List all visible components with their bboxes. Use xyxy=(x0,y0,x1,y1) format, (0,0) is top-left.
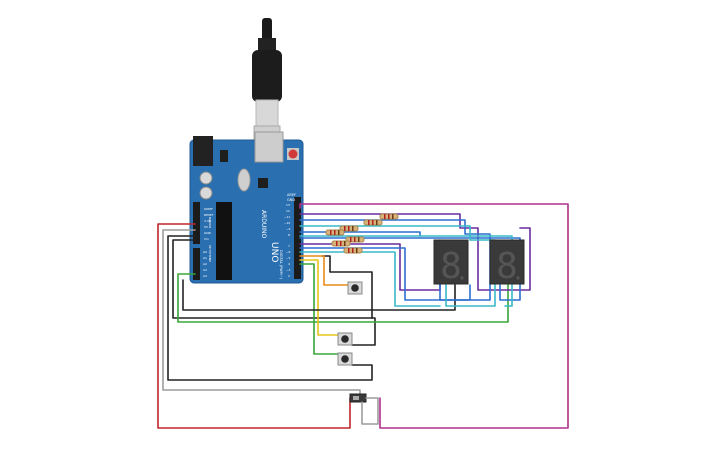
power-pin-label: GND xyxy=(204,231,212,235)
resistor[interactable] xyxy=(339,225,359,232)
atmega-chip xyxy=(216,202,232,280)
wire-blue[interactable] xyxy=(299,247,471,301)
wire-orange[interactable] xyxy=(299,255,349,286)
wire-yellow[interactable] xyxy=(299,259,339,336)
slide-switch[interactable] xyxy=(349,393,379,425)
digital-pin-label: ~10 xyxy=(284,221,290,225)
arduino-board[interactable]: UNO ARDUINO AREF GND IOREF RESET 3.3V 5V… xyxy=(189,131,304,284)
power-header xyxy=(193,202,200,244)
wire-blue[interactable] xyxy=(299,237,521,301)
wire-green[interactable] xyxy=(299,263,339,355)
wire-magenta[interactable] xyxy=(299,203,569,429)
digital-pin-label: ~3 xyxy=(286,268,291,272)
power-pin-label: 3.3V xyxy=(204,219,212,223)
wire-black[interactable] xyxy=(321,255,373,319)
resistor[interactable] xyxy=(379,213,399,220)
analog-pin-label: A3 xyxy=(203,268,207,272)
analog-pin-label: A2 xyxy=(203,262,207,266)
analog-header xyxy=(193,248,200,280)
wire-black[interactable] xyxy=(182,279,456,311)
analog-pin-label: A1 xyxy=(203,256,207,260)
seven-segment-display-right[interactable]: 8 xyxy=(489,239,525,287)
wire-black[interactable] xyxy=(167,235,373,381)
power-pin-label: IOREF xyxy=(204,207,213,211)
digital-header xyxy=(294,197,301,279)
resistor[interactable] xyxy=(331,240,351,247)
board-brand-label: ARDUINO xyxy=(260,210,267,239)
wires xyxy=(157,203,569,429)
digital-pin-label: ~9 xyxy=(286,227,291,231)
usb-port xyxy=(254,131,284,163)
power-jack xyxy=(193,136,213,166)
seven-segment-display-left[interactable]: 8 xyxy=(433,239,469,287)
power-pin-label: Vin xyxy=(204,237,209,241)
digital-pin-label: 4 xyxy=(288,262,290,266)
pushbutton-middle[interactable] xyxy=(337,332,353,346)
pushbutton-top[interactable] xyxy=(347,281,363,295)
resistor[interactable] xyxy=(363,219,383,226)
analog-pin-label: A0 xyxy=(203,250,207,254)
wire-cyan[interactable] xyxy=(299,235,513,307)
wire-red[interactable] xyxy=(157,223,351,429)
digital-pin-label: 8 xyxy=(288,233,290,237)
power-pin-label: 5V xyxy=(204,225,209,229)
wire-purple[interactable] xyxy=(299,243,441,291)
aref-label: AREF xyxy=(287,193,296,197)
wire-cyan[interactable] xyxy=(299,251,441,307)
board-model-label: UNO xyxy=(269,242,279,262)
gnd-label: GND xyxy=(287,198,295,202)
wire-gray[interactable] xyxy=(162,229,361,399)
resistor[interactable] xyxy=(345,236,365,243)
display-digit: 8 xyxy=(496,246,518,287)
digital-header-label: DIGITAL (PWM~) xyxy=(279,250,283,280)
digital-pin-label: 12 xyxy=(286,209,290,213)
digital-pin-label: 2 xyxy=(288,274,290,278)
analog-header-label: ANALOG IN xyxy=(208,245,212,262)
reset-button[interactable] xyxy=(288,149,298,159)
resistor[interactable] xyxy=(343,247,363,254)
power-header-label: POWER xyxy=(208,217,212,228)
resistors xyxy=(325,213,399,254)
analog-pin-label: A4 xyxy=(203,274,207,278)
digital-pin-label: 7 xyxy=(288,244,290,248)
wire-black[interactable] xyxy=(172,239,376,346)
power-pin-label: RESET xyxy=(204,213,214,217)
wire-purple[interactable] xyxy=(299,213,531,291)
digital-pin-label: ~11 xyxy=(284,215,290,219)
pushbutton-bottom[interactable] xyxy=(337,352,353,366)
digital-pin-label: 13 xyxy=(286,203,290,207)
display-digit: 8 xyxy=(440,246,462,287)
digital-pin-label: ~5 xyxy=(286,256,291,260)
digital-pin-label: ~6 xyxy=(286,250,291,254)
resistor[interactable] xyxy=(325,229,345,236)
